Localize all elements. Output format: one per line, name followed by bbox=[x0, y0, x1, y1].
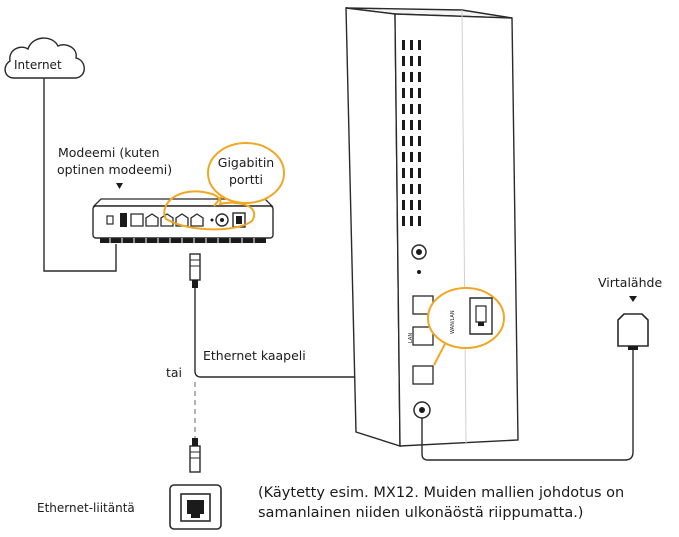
ethernet-plug-bottom-icon bbox=[189, 438, 201, 473]
wan-lan-port-callout bbox=[427, 287, 505, 366]
power-adapter-icon bbox=[617, 313, 649, 350]
gigabit-label-line2: portti bbox=[229, 172, 263, 187]
note-line1: (Käytetty esim. MX12. Muiden mallien joh… bbox=[258, 485, 624, 501]
note-line2: samanlainen niiden ulkonäöstä riippumatt… bbox=[258, 505, 583, 521]
power-pointer-arrow-icon bbox=[629, 296, 637, 302]
ethernet-cable-label: Ethernet kaapeli bbox=[203, 348, 306, 363]
power-label: Virtalähde bbox=[598, 275, 662, 290]
wan-lan-port-label: WAN/LAN bbox=[450, 310, 456, 334]
modem-device bbox=[92, 198, 274, 243]
mesh-router-device bbox=[345, 7, 519, 447]
gigabit-label-line1: Gigabitin bbox=[218, 155, 274, 170]
modem-pointer-arrow-icon bbox=[116, 183, 123, 189]
ethernet-cable bbox=[194, 288, 370, 378]
modem-label-line1: Modeemi (kuten bbox=[58, 145, 160, 160]
internet-cable bbox=[43, 78, 117, 272]
ethernet-socket-label: Ethernet-liitäntä bbox=[37, 501, 135, 515]
lan-port-label: LAN bbox=[408, 333, 414, 343]
gigabit-port-callout bbox=[163, 142, 285, 231]
internet-label: Internet bbox=[14, 58, 62, 72]
or-label: tai bbox=[166, 365, 182, 380]
modem-label-line2: optinen modeemi) bbox=[57, 162, 172, 177]
ethernet-plug-top-icon bbox=[189, 253, 201, 288]
internet-cloud-icon bbox=[4, 37, 85, 79]
power-cable bbox=[421, 348, 634, 461]
ethernet-wall-socket-icon bbox=[169, 484, 222, 530]
